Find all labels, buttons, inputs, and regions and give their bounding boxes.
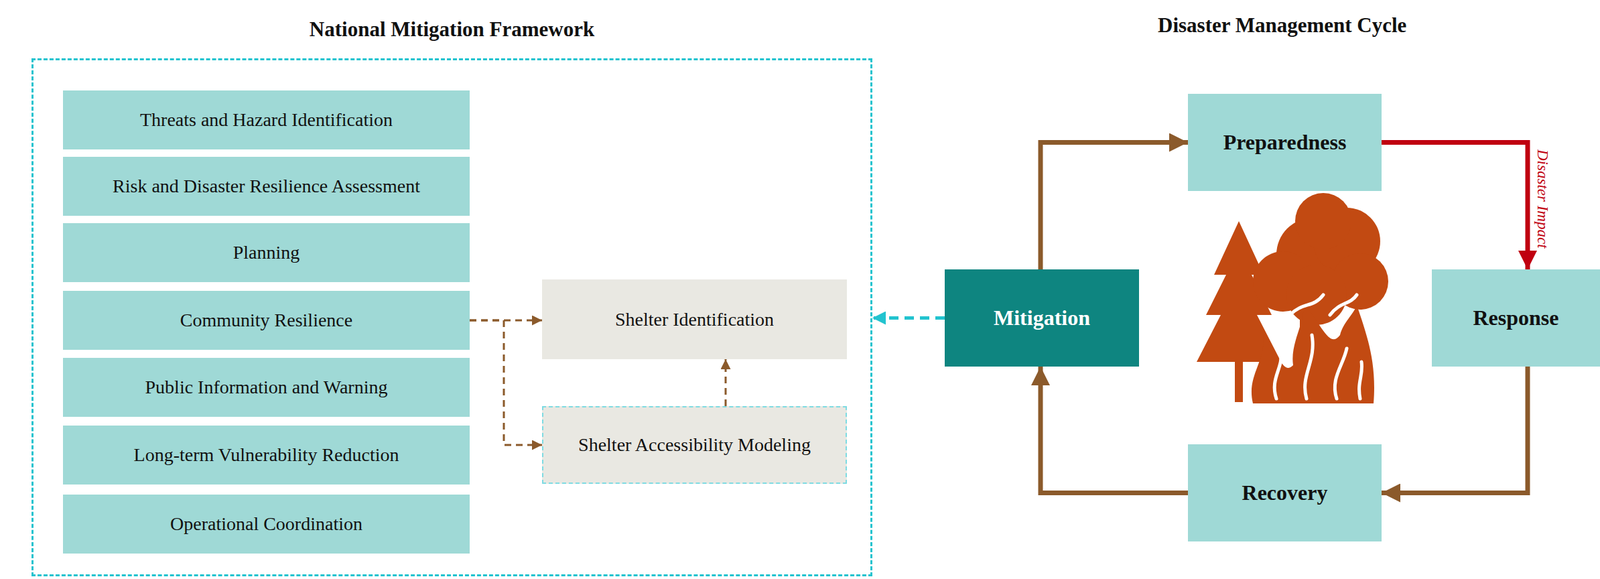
connector-arrow xyxy=(1381,366,1528,494)
box-label: Recovery xyxy=(1242,480,1328,506)
box-label: Planning xyxy=(233,241,301,264)
box-label: Preparedness xyxy=(1223,129,1347,155)
edge-label: Disaster Impact xyxy=(1533,149,1552,249)
framework-box: Community Resilience xyxy=(62,290,470,350)
cycle-stage-box: Recovery xyxy=(1187,444,1382,542)
connector-arrow xyxy=(872,316,945,320)
box-label: Operational Coordination xyxy=(170,513,363,535)
shelter-box: Shelter Identification xyxy=(542,279,847,360)
connector-arrow xyxy=(1040,142,1188,271)
framework-frame: National Mitigation FrameworkThreats and… xyxy=(31,58,873,577)
section-heading: National Mitigation Framework xyxy=(33,17,871,42)
connector-arrow xyxy=(1040,366,1188,494)
connector-arrow xyxy=(1381,142,1528,271)
framework-box: Threats and Hazard Identification xyxy=(62,90,470,150)
framework-box: Risk and Disaster Resilience Assessment xyxy=(62,156,470,216)
box-label: Community Resilience xyxy=(180,309,353,331)
box-label: Public Information and Warning xyxy=(145,376,388,398)
cycle-stage-box: Preparedness xyxy=(1187,93,1382,191)
shelter-box: Shelter Accessibility Modeling xyxy=(542,406,847,484)
connector-arrow xyxy=(724,359,727,407)
box-label: Response xyxy=(1472,305,1559,331)
box-label: Shelter Identification xyxy=(615,308,774,331)
flame-lines xyxy=(1274,294,1362,399)
framework-box: Public Information and Warning xyxy=(62,357,470,417)
box-label: Long-term Vulnerability Reduction xyxy=(134,444,400,466)
connector-arrow xyxy=(469,319,543,322)
connector-arrow xyxy=(469,320,543,445)
section-heading: Disaster Management Cycle xyxy=(1157,13,1407,38)
box-label: Threats and Hazard Identification xyxy=(140,109,393,131)
box-label: Mitigation xyxy=(993,305,1091,331)
box-label: Shelter Accessibility Modeling xyxy=(578,434,811,456)
cycle-stage-box: Response xyxy=(1431,269,1600,367)
framework-box: Long-term Vulnerability Reduction xyxy=(62,425,470,485)
cycle-stage-box: Mitigation xyxy=(944,269,1140,367)
fire-trees xyxy=(1196,192,1389,404)
framework-box: Planning xyxy=(62,223,470,283)
box-label: Risk and Disaster Resilience Assessment xyxy=(112,175,421,197)
framework-box: Operational Coordination xyxy=(62,494,470,554)
